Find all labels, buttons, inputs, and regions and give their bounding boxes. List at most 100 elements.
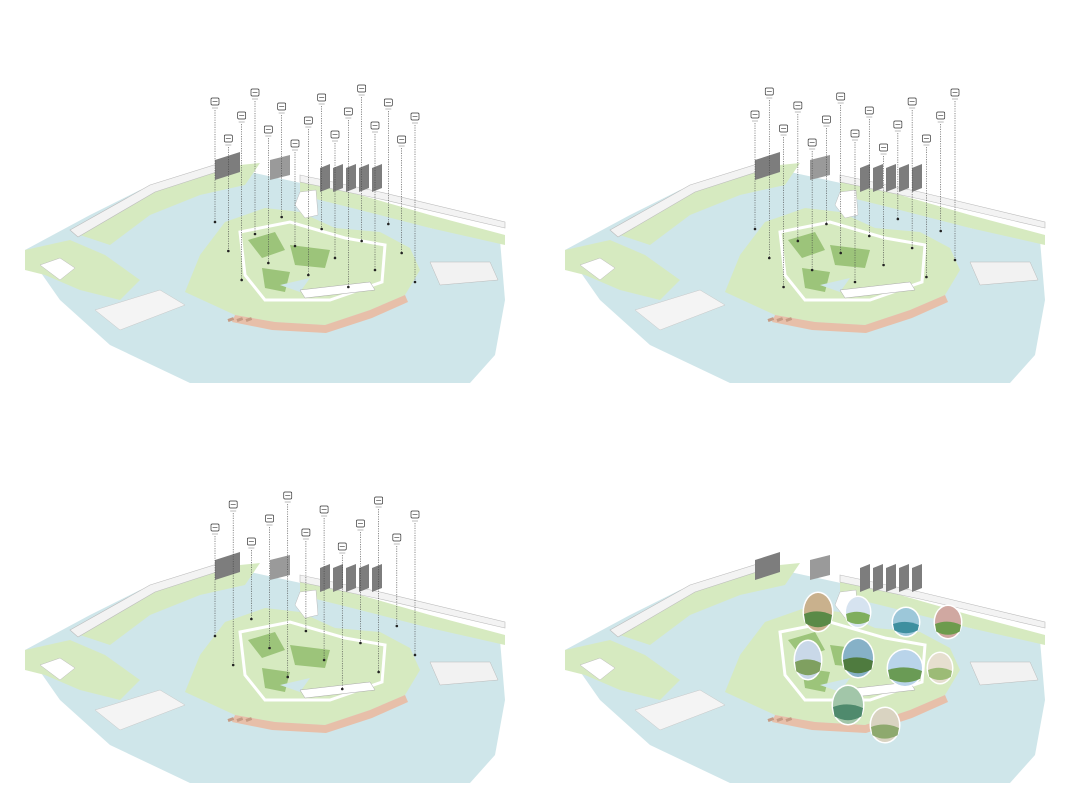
leader-dot	[359, 641, 362, 645]
east-pier	[429, 261, 499, 286]
garden-patch-1	[788, 232, 825, 258]
leader-dot	[280, 215, 283, 219]
jetty	[245, 717, 253, 722]
building-block	[810, 155, 830, 180]
bicycle-icon	[237, 111, 247, 123]
leader-dot	[867, 234, 871, 238]
garden-patch-2	[290, 645, 330, 668]
jetty	[776, 717, 784, 722]
southwest-quay	[634, 689, 726, 731]
building-block	[270, 155, 290, 180]
playground-photo	[926, 651, 954, 685]
building-slab	[899, 164, 909, 192]
leader-dot	[213, 220, 217, 224]
east-pier	[969, 261, 1039, 286]
jetty	[227, 317, 235, 322]
leader-dot	[810, 268, 814, 272]
leader-dot	[360, 239, 363, 243]
bird-icon	[343, 107, 353, 119]
west-pavilion	[579, 257, 616, 281]
pavilion-icon	[210, 523, 220, 535]
garden-patch-2	[830, 245, 870, 268]
leader-dot	[267, 261, 270, 265]
island-shore-edge	[772, 295, 948, 333]
building-slab	[320, 164, 330, 192]
inner-pond	[280, 278, 310, 292]
leader-dot	[240, 278, 243, 282]
building-slab	[372, 164, 382, 192]
umbrella-icon	[330, 130, 340, 142]
leader-dot	[939, 229, 943, 233]
building-slab	[860, 564, 870, 592]
building-slab	[873, 564, 883, 592]
island-shore-edge	[232, 695, 408, 733]
jetty	[245, 317, 253, 322]
plant-icon	[893, 120, 903, 132]
tree-icon	[247, 537, 256, 549]
pavilion-icon	[750, 110, 760, 122]
leader-dot	[896, 217, 900, 221]
location-pin-icon	[864, 106, 874, 118]
balloon-icon	[850, 129, 860, 141]
building-group	[755, 152, 922, 192]
leader-dot	[839, 251, 843, 255]
jetty	[236, 317, 244, 322]
building-slab	[912, 564, 922, 592]
building-group	[215, 152, 382, 192]
bicycle-icon	[317, 93, 327, 105]
plant-icon	[283, 491, 293, 503]
icon-leader-group	[750, 87, 960, 289]
leader-dot	[377, 670, 380, 674]
island-shore-edge	[772, 695, 948, 733]
inner-pond	[280, 678, 310, 692]
main-island	[725, 608, 960, 725]
pond-photo	[841, 637, 875, 679]
southwest-quay	[94, 289, 186, 331]
park-walk-photo	[793, 639, 823, 681]
tree-icon	[250, 88, 260, 100]
building-slab	[333, 564, 343, 592]
north-bank-right	[300, 180, 505, 245]
leader-dot	[413, 280, 417, 284]
leader-dot	[767, 256, 771, 260]
leader-dot	[304, 629, 308, 633]
southwest-quay	[634, 289, 726, 331]
bench-icon	[337, 542, 347, 554]
bridge	[294, 189, 319, 219]
island-loop-path	[778, 220, 927, 302]
leader-dot	[925, 275, 928, 279]
plaza-photo	[869, 706, 901, 744]
leader-dot	[753, 227, 757, 231]
map-icon	[836, 92, 846, 104]
southwest-quay	[94, 689, 186, 731]
site-axonometric-1	[25, 84, 506, 383]
leader-dot	[796, 239, 800, 243]
parasol-icon	[357, 84, 367, 96]
main-island	[725, 208, 960, 325]
jetty	[227, 717, 235, 722]
sun-icon	[263, 125, 273, 137]
fountain-photo	[831, 684, 865, 726]
rest-icon	[383, 98, 393, 110]
building-block	[215, 552, 240, 580]
leader-dot	[373, 268, 377, 272]
leader-dot	[413, 653, 417, 657]
leader-dot	[387, 222, 390, 226]
building-slab	[912, 164, 922, 192]
pool-photo	[891, 606, 921, 638]
bus-stop-icon	[290, 139, 300, 151]
riverside-path-photo	[802, 591, 834, 633]
plant-icon	[779, 124, 788, 136]
garden-patch-1	[248, 632, 285, 658]
building-slab	[359, 164, 369, 192]
jetty	[776, 317, 784, 322]
building-slab	[899, 564, 909, 592]
building-slab	[320, 564, 330, 592]
north-bank-right	[840, 180, 1045, 245]
leader-dot	[250, 617, 253, 621]
tent-icon	[410, 112, 420, 124]
island-pavilion	[839, 281, 916, 299]
site-axonometric-3	[25, 491, 506, 783]
building-slab	[372, 564, 382, 592]
building-block	[810, 555, 830, 580]
